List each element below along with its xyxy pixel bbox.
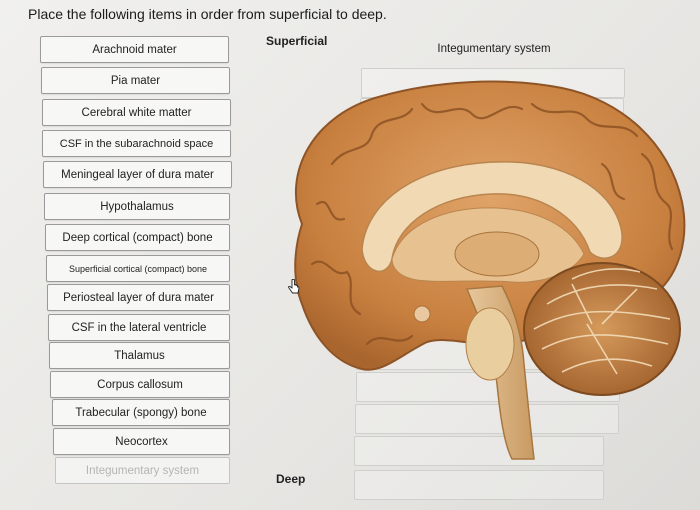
drag-item-neocortex[interactable]: Neocortex <box>53 428 230 455</box>
drag-item-thalamus[interactable]: Thalamus <box>49 342 230 369</box>
cerebellum-shape <box>523 262 681 396</box>
thalamus-shape <box>454 231 540 277</box>
drag-item-cerebral-white-matter[interactable]: Cerebral white matter <box>42 99 231 126</box>
deep-label: Deep <box>276 472 306 486</box>
drag-item-arachnoid-mater[interactable]: Arachnoid mater <box>40 36 229 63</box>
hand-pointer-icon <box>288 279 300 294</box>
drop-slot-15[interactable] <box>354 470 604 500</box>
drag-item-deep-cortical-bone[interactable]: Deep cortical (compact) bone <box>45 224 230 251</box>
brain-sagittal-illustration <box>294 80 686 460</box>
drag-item-integumentary-placeholder: Integumentary system <box>55 457 230 484</box>
drag-item-superficial-cortical-bone[interactable]: Superficial cortical (compact) bone <box>46 255 230 282</box>
superficial-label: Superficial <box>266 34 328 48</box>
drop-slot-13[interactable] <box>355 404 619 434</box>
drag-item-meningeal-dura[interactable]: Meningeal layer of dura mater <box>43 161 232 188</box>
drop-slot-14[interactable] <box>354 436 604 466</box>
drag-item-corpus-callosum[interactable]: Corpus callosum <box>50 371 230 398</box>
drag-item-periosteal-dura[interactable]: Periosteal layer of dura mater <box>47 284 230 311</box>
corpus-callosum-shape <box>361 161 623 273</box>
instruction-text: Place the following items in order from … <box>28 6 387 22</box>
drag-item-pia-mater[interactable]: Pia mater <box>41 67 230 94</box>
drag-item-csf-lateral-ventricle[interactable]: CSF in the lateral ventricle <box>48 314 230 341</box>
drag-item-trabecular-bone[interactable]: Trabecular (spongy) bone <box>52 399 230 426</box>
draggable-items-list: Arachnoid mater Pia mater Cerebral white… <box>0 0 240 510</box>
drag-item-csf-subarachnoid[interactable]: CSF in the subarachnoid space <box>42 130 231 157</box>
drop-slot-1[interactable]: Integumentary system <box>437 43 551 55</box>
drag-item-hypothalamus[interactable]: Hypothalamus <box>44 193 230 220</box>
